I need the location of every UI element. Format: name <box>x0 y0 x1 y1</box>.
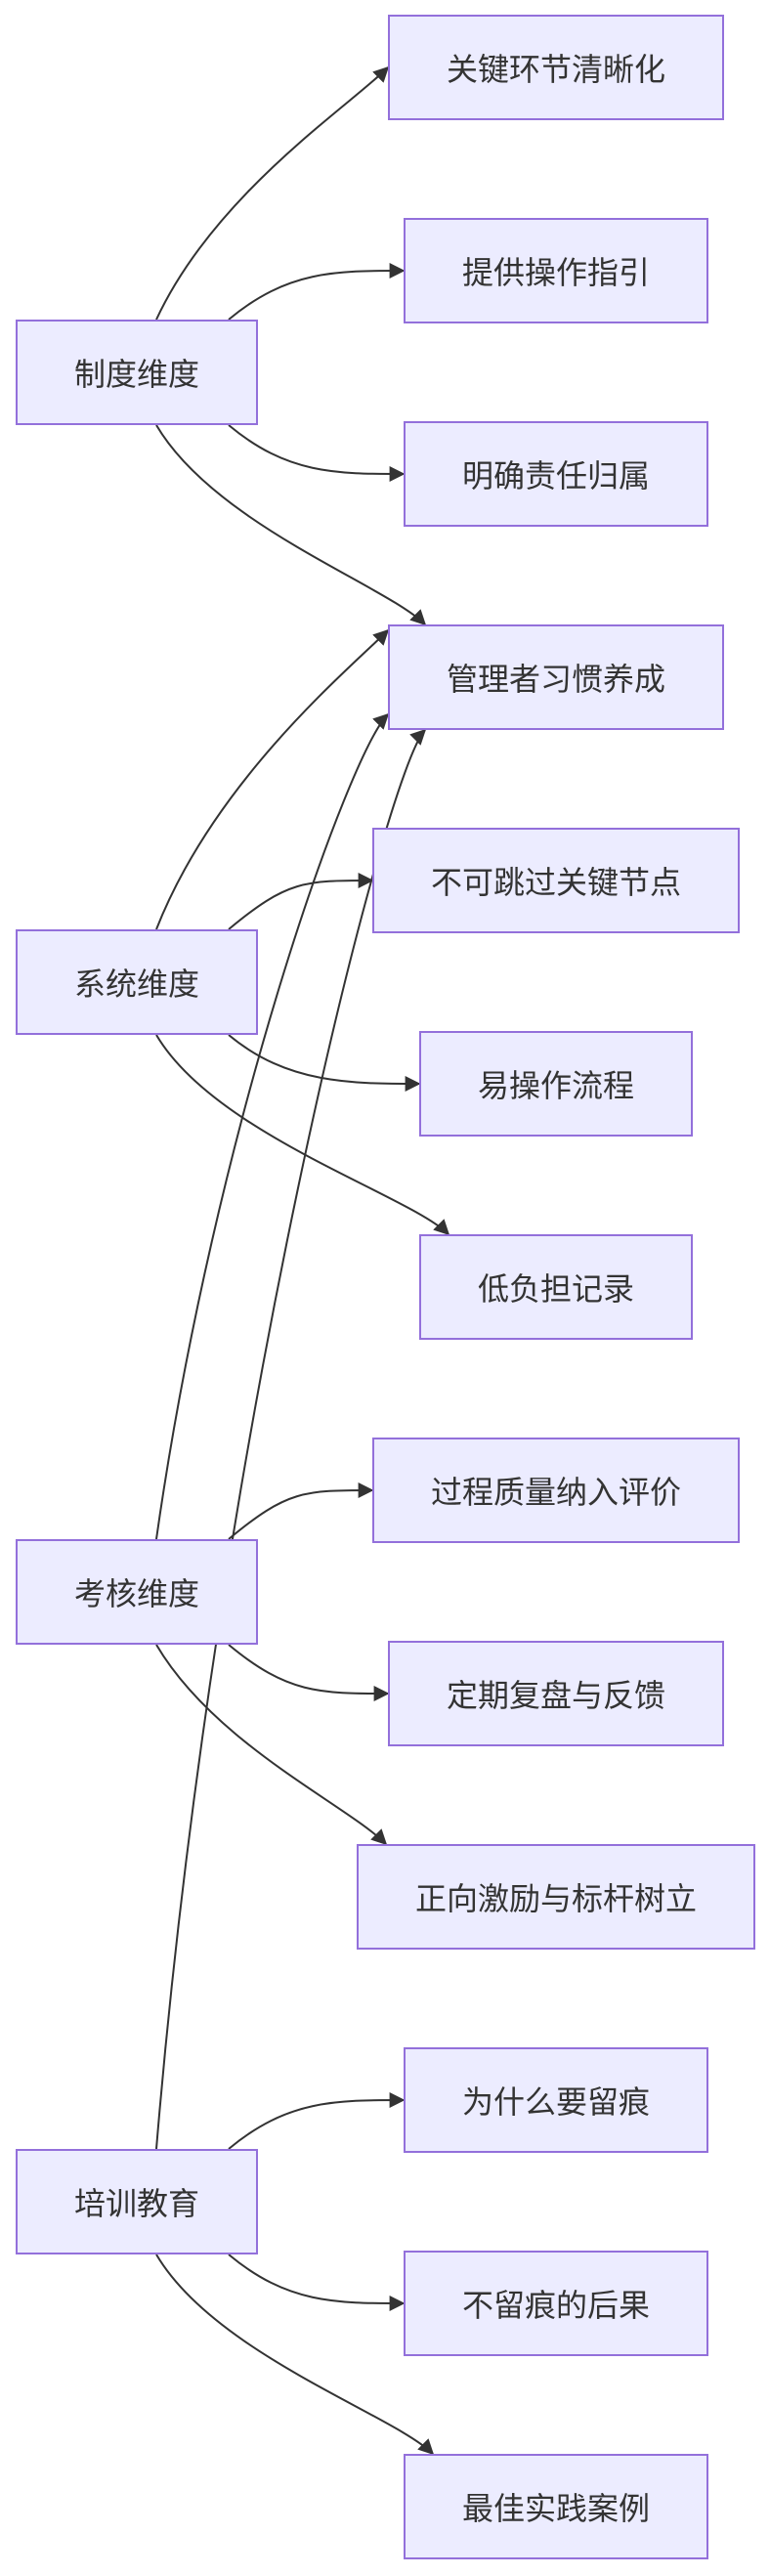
edge-n2-to-t5 <box>228 873 374 930</box>
node-process-quality-evaluation: 过程质量纳入评价 <box>372 1438 740 1543</box>
node-easy-process: 易操作流程 <box>419 1031 693 1137</box>
node-key-steps-clarified: 关键环节清晰化 <box>388 15 724 120</box>
edge-n3-to-t4 <box>155 712 390 1540</box>
edge-n1-to-t2 <box>228 263 406 321</box>
node-training-education: 培训教育 <box>16 2149 258 2254</box>
node-system-it-dimension: 系统维度 <box>16 929 258 1035</box>
edge-n4-to-t13 <box>155 2254 435 2456</box>
edge-n4-to-t12 <box>228 2254 406 2311</box>
edge-n4-to-t11 <box>228 2092 406 2150</box>
edge-n3-to-t10 <box>155 1644 388 1846</box>
node-system-dimension: 制度维度 <box>16 320 258 425</box>
edge-n2-to-t6 <box>228 1034 421 1092</box>
edge-n2-to-t7 <box>155 1034 450 1236</box>
node-low-burden-record: 低负担记录 <box>419 1234 693 1340</box>
node-operation-guide: 提供操作指引 <box>404 218 708 323</box>
node-manager-habit: 管理者习惯养成 <box>388 624 724 730</box>
node-consequence-no-record: 不留痕的后果 <box>404 2251 708 2356</box>
node-best-practice-cases: 最佳实践案例 <box>404 2454 708 2559</box>
node-why-keep-records: 为什么要留痕 <box>404 2047 708 2153</box>
edge-n1-to-t1 <box>155 65 390 321</box>
node-assessment-dimension: 考核维度 <box>16 1539 258 1645</box>
edge-n1-to-t4 <box>155 424 427 626</box>
edge-n3-to-t8 <box>228 1482 374 1540</box>
edge-n4-to-t4 <box>155 728 427 2150</box>
edge-n2-to-t4 <box>155 628 390 930</box>
edge-n1-to-t3 <box>228 424 406 482</box>
node-clear-responsibility: 明确责任归属 <box>404 421 708 527</box>
node-regular-review: 定期复盘与反馈 <box>388 1641 724 1746</box>
edge-n3-to-t9 <box>228 1644 390 1701</box>
node-positive-incentive: 正向激励与标杆树立 <box>357 1844 755 1950</box>
node-no-skip-key-nodes: 不可跳过关键节点 <box>372 828 740 933</box>
